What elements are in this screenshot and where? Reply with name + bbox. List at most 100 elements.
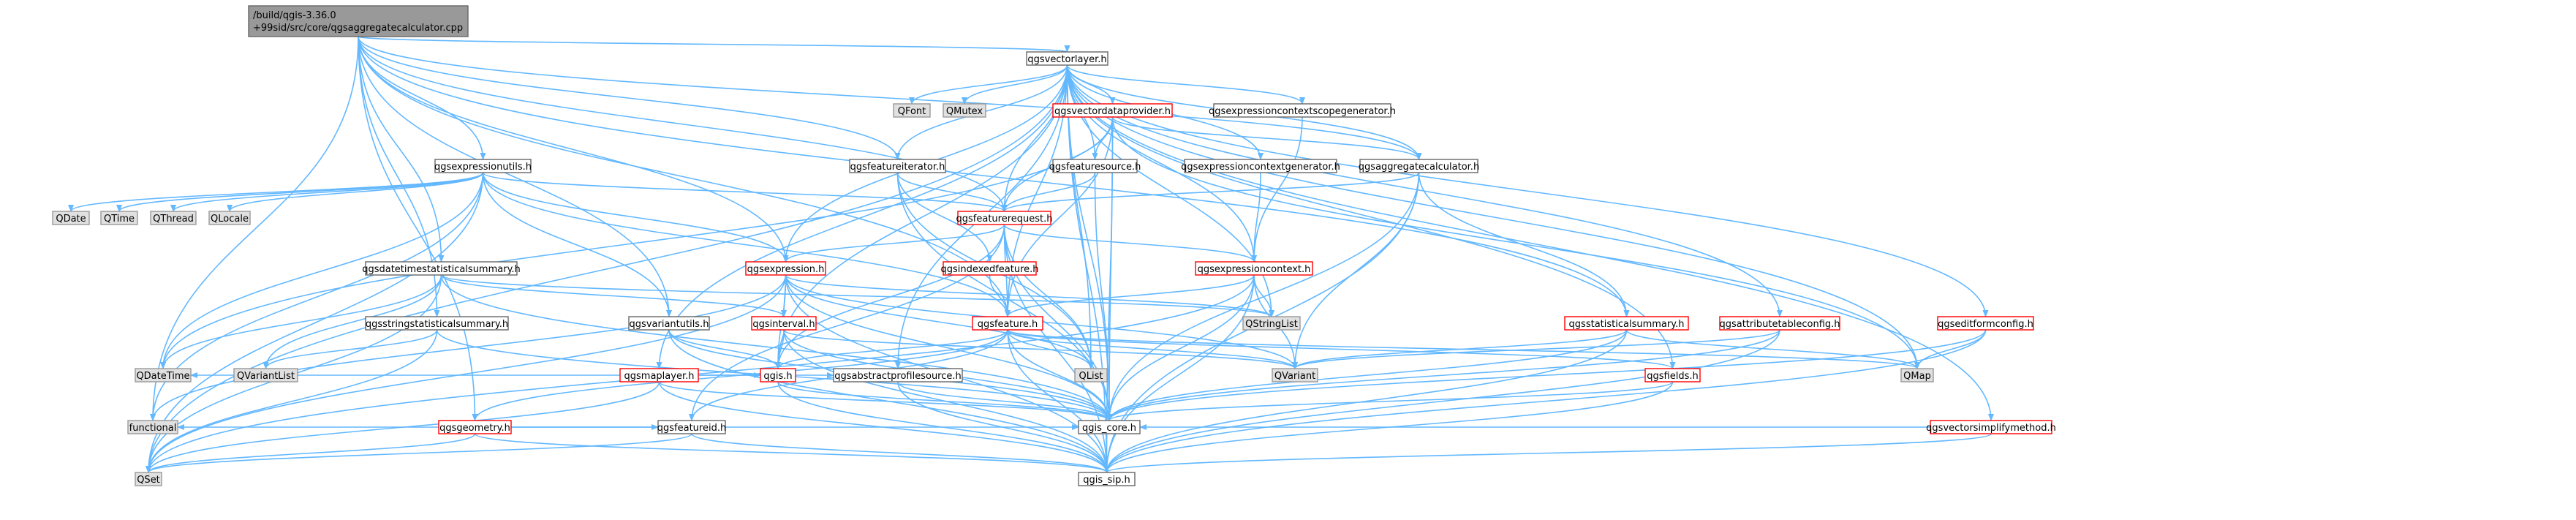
node-dtss[interactable]: qgsdatetimestatisticalsummary.h — [362, 261, 521, 276]
edge-dtss-to-qvl — [262, 274, 442, 369]
node-label-qvl: QVariantList — [237, 371, 295, 382]
node-box-qsl — [1242, 316, 1301, 331]
edge-vl-to-efc — [1066, 64, 1989, 317]
edge-ac-to-fr — [1001, 172, 1420, 212]
node-if[interactable]: qgsindexedfeature.h — [941, 261, 1039, 276]
edge-ecsg-to-ec — [1251, 116, 1303, 263]
node-box-sip — [1078, 472, 1136, 486]
node-label-qdate: QDate — [56, 214, 86, 225]
node-qthread: QThread — [150, 211, 197, 225]
edge-varu-to-qgis — [668, 329, 781, 369]
node-label-geom: qgsgeometry.h — [439, 423, 510, 434]
edge-eu-to-qdt — [160, 172, 484, 369]
node-geom[interactable]: qgsgeometry.h — [438, 420, 512, 434]
node-box-qdt — [135, 368, 192, 383]
edge-vl-to-qmutex — [962, 64, 1068, 105]
edge-eu-to-qthread — [170, 172, 484, 212]
node-label-atc: qgsattributetableconfig.h — [1719, 319, 1840, 330]
node-box-feat — [972, 316, 1043, 331]
node-vsm[interactable]: qgsvectorsimplifymethod.h — [1926, 420, 2056, 434]
edge-dtss-to-intv — [440, 274, 787, 317]
node-qmutex: QMutex — [943, 103, 986, 118]
edge-geom-to-sip — [474, 433, 1110, 473]
edge-atc-to-qvar — [1292, 329, 1780, 369]
edge-efc-to-sip — [1103, 329, 1987, 473]
edge-vl-to-ml — [656, 64, 1068, 369]
node-qlocale: QLocale — [208, 211, 251, 225]
node-label-func: functional — [129, 423, 177, 434]
node-label-if: qgsindexedfeature.h — [941, 264, 1039, 275]
edge-vdp-to-qmap — [1111, 116, 1920, 369]
edge-vl-to-qset — [146, 64, 1068, 473]
node-vdp[interactable]: qgsvectordataprovider.h — [1052, 103, 1173, 118]
node-label-core: qgis_core.h — [1082, 423, 1136, 434]
node-fid[interactable]: qgsfeatureid.h — [657, 420, 726, 434]
edge-atc-to-sip — [1103, 329, 1780, 473]
node-ac[interactable]: qgsaggregatecalculator.h — [1359, 159, 1479, 173]
node-box-qvl — [233, 368, 298, 383]
node-box-qlist — [1074, 368, 1108, 383]
node-ec[interactable]: qgsexpressioncontext.h — [1195, 261, 1313, 276]
node-label-dtss: qgsdatetimestatisticalsummary.h — [362, 264, 521, 275]
node-core[interactable]: qgis_core.h — [1078, 420, 1141, 434]
node-box-fi — [849, 159, 946, 173]
edge-fi-to-fr — [896, 172, 1008, 212]
edge-ec-to-feat — [1005, 274, 1255, 317]
edge-fid-to-qset — [146, 433, 692, 473]
node-ecg[interactable]: qgsexpressioncontextgenerator.h — [1181, 159, 1340, 173]
edge-expr-to-qsl — [785, 274, 1274, 317]
edge-sss-to-qset — [146, 329, 438, 473]
node-box-varu — [628, 316, 710, 331]
node-box-fid — [657, 420, 726, 434]
edge-root-to-fr — [358, 36, 1008, 212]
node-qgis[interactable]: qgis.h — [760, 368, 796, 383]
edge-ec-to-core — [1106, 274, 1255, 421]
node-label-qlist: QList — [1079, 371, 1103, 382]
node-box-intv — [751, 316, 817, 331]
node-box-if — [943, 261, 1037, 276]
node-root[interactable]: /build/qgis-3.36.0+99sid/src/core/qgsagg… — [248, 5, 469, 37]
node-label-ec: qgsexpressioncontext.h — [1198, 264, 1311, 275]
node-qtime: QTime — [100, 211, 138, 225]
node-fs[interactable]: qgsfeaturesource.h — [1049, 159, 1141, 173]
node-expr[interactable]: qgsexpression.h — [745, 261, 826, 276]
node-ss[interactable]: qgsstatisticalsummary.h — [1564, 316, 1689, 331]
edge-eu-to-qtime — [116, 172, 484, 212]
node-feat[interactable]: qgsfeature.h — [972, 316, 1043, 331]
node-box-ss — [1564, 316, 1689, 331]
node-box-fields — [1644, 368, 1701, 383]
edge-sss-to-qvl — [262, 329, 438, 369]
dependency-nodes: /build/qgis-3.36.0+99sid/src/core/qgsagg… — [52, 5, 2056, 486]
node-box-atc — [1719, 316, 1840, 331]
node-fields[interactable]: qgsfields.h — [1644, 368, 1701, 383]
node-qset: QSet — [135, 472, 162, 486]
node-efc[interactable]: qgseditformconfig.h — [1937, 316, 2034, 331]
edge-vl-to-ec — [1066, 64, 1257, 263]
node-atc[interactable]: qgsattributetableconfig.h — [1719, 316, 1840, 331]
edge-root-to-dtss — [358, 36, 445, 263]
node-ml[interactable]: qgsmaplayer.h — [619, 368, 699, 383]
node-box-qset — [135, 472, 162, 486]
node-vl[interactable]: qgsvectorlayer.h — [1026, 51, 1108, 66]
edge-dtss-to-qsl — [440, 274, 1274, 317]
node-label-qdt: QDateTime — [136, 371, 189, 382]
node-intv[interactable]: qgsinterval.h — [751, 316, 817, 331]
node-ecsg[interactable]: qgsexpressioncontextscopegenerator.h — [1209, 103, 1396, 118]
node-sip[interactable]: qgis_sip.h — [1078, 472, 1136, 486]
node-qvar: QVariant — [1272, 368, 1318, 383]
node-box-apls — [833, 368, 963, 383]
edge-eu-to-fr — [482, 172, 1008, 212]
node-eu[interactable]: qgsexpressionutils.h — [434, 159, 532, 173]
edge-vl-to-sip — [1066, 64, 1110, 473]
node-label-expr: qgsexpression.h — [747, 264, 825, 275]
node-fr[interactable]: qgsfeaturerequest.h — [956, 211, 1053, 225]
edge-vdp-to-ac — [1111, 116, 1422, 160]
node-varu[interactable]: qgsvariantutils.h — [628, 316, 710, 331]
edge-ss-to-qmap — [1625, 329, 1920, 369]
edge-ac-to-ss — [1418, 172, 1630, 317]
node-sss[interactable]: qgsstringstatisticalsummary.h — [365, 316, 509, 331]
node-fi[interactable]: qgsfeatureiterator.h — [849, 159, 946, 173]
edge-root-to-geom — [358, 36, 478, 421]
node-apls[interactable]: qgsabstractprofilesource.h — [833, 368, 963, 383]
edge-feat-to-sip — [1007, 329, 1110, 473]
